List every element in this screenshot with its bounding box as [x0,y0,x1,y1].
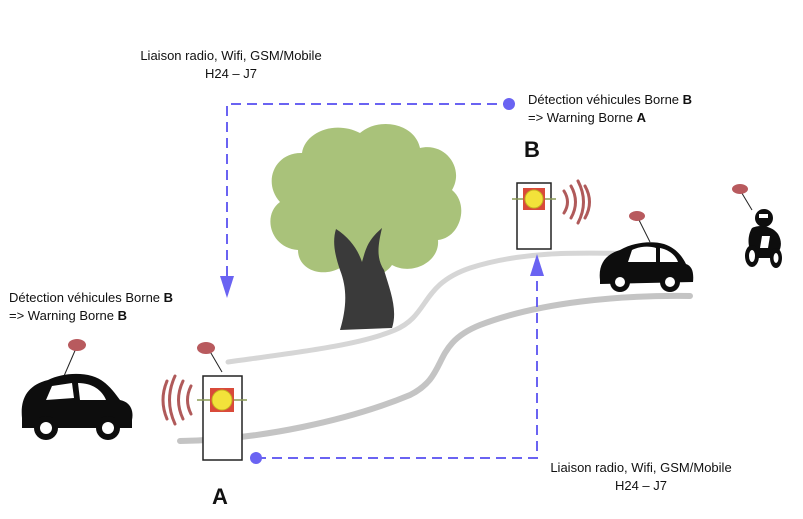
link-top-caption: Liaison radio, Wifi, GSM/Mobile H24 – J7 [96,47,366,83]
car-icon [21,339,133,440]
detect-left-line2: => Warning Borne B [9,308,128,323]
signal-waves-icon [562,179,591,225]
beacon-icon [197,375,247,461]
motorcycle-icon [732,184,782,268]
link-bottom-caption: Liaison radio, Wifi, GSM/Mobile H24 – J7 [526,459,756,495]
link-top-line1: Liaison radio, Wifi, GSM/Mobile [140,48,322,63]
tree-icon [270,123,462,330]
borne-a-label: A [212,484,228,509]
borne-b-label: B [524,137,540,162]
detect-left-line1: Détection véhicules Borne B [9,290,174,305]
location-pin-icon [197,342,223,373]
link-bottom-line1: Liaison radio, Wifi, GSM/Mobile [550,460,732,475]
car-icon [599,211,694,292]
link-top [220,98,515,298]
link-bottom [250,254,544,464]
link-top-line2: H24 – J7 [204,66,258,81]
detect-right-line2: => Warning Borne A [528,110,647,125]
detect-left-caption: Détection véhicules Borne B => Warning B… [9,289,173,325]
detect-right-caption: Détection véhicules Borne B => Warning B… [528,91,692,127]
signal-waves-icon [161,374,193,426]
link-bottom-line2: H24 – J7 [614,478,668,493]
road-lower [177,292,693,444]
beacon-icon [512,182,556,250]
road-upper [225,250,643,365]
detect-right-line1: Détection véhicules Borne B [528,92,693,107]
